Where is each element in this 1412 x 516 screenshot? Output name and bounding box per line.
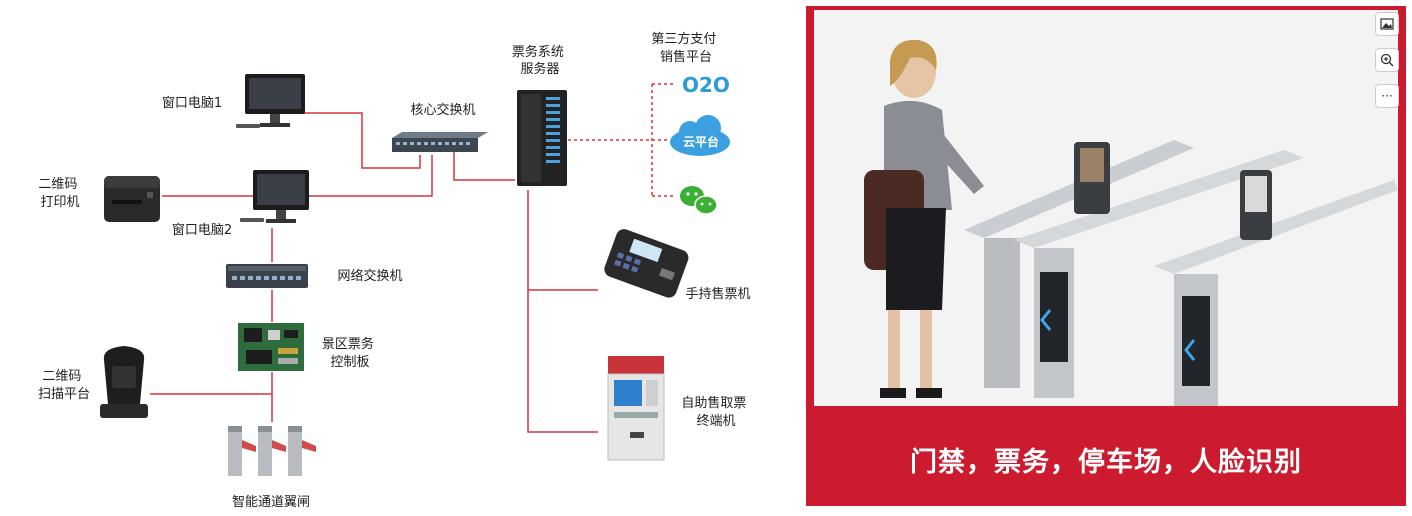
label-kiosk-line1: 自助售取票 — [681, 395, 746, 411]
image-icon[interactable] — [1375, 12, 1399, 36]
photo-caption: 门禁，票务，停车场，人脸识别 — [910, 446, 1302, 478]
network-switch-icon — [226, 264, 308, 288]
label-control-board-line1: 景区票务 — [322, 336, 374, 352]
turnstile-photo — [814, 10, 1398, 406]
label-core-switch-text: 核心交换机 — [410, 102, 475, 118]
label-window-pc2: 窗口电脑2 — [172, 222, 232, 238]
label-window-pc1-text: 窗口电脑1 — [162, 95, 222, 111]
label-cloud: 云平台 — [683, 134, 719, 149]
core-switch-icon — [392, 132, 488, 152]
control-board-icon — [238, 323, 304, 371]
link-pc1-core — [300, 112, 421, 169]
zoom-in-icon[interactable] — [1375, 48, 1399, 72]
label-qr-scanner-line2: 扫描平台 — [38, 387, 90, 402]
cloud-platform-icon: 云平台 — [670, 115, 730, 156]
label-qr-printer: 二维码 打印机 — [38, 177, 81, 210]
o2o-logo-icon: O2O — [682, 73, 730, 97]
image-icon-glyph — [1380, 18, 1394, 30]
label-turnstile: 智能通道翼闸 — [232, 495, 310, 510]
label-ticket-server: 票务系统 服务器 — [512, 44, 568, 77]
label-qr-scanner-line1: 二维码 — [42, 369, 81, 384]
label-window-pc1: 窗口电脑1 — [162, 95, 222, 111]
label-control-board: 景区票务 控制板 — [322, 336, 378, 370]
printer-icon — [104, 176, 160, 222]
label-window-pc2-text: 窗口电脑2 — [172, 222, 232, 238]
label-third-party-line2: 销售平台 — [660, 49, 712, 65]
label-ticket-server-line2: 服务器 — [520, 61, 559, 77]
gate-cabinets — [964, 140, 1398, 406]
label-third-party-line1: 第三方支付 — [651, 31, 716, 47]
network-diagram: 票务系统 服务器 第三方支付 销售平台 O2O 云平台 窗口电脑1 — [38, 31, 751, 510]
third-party-links — [568, 83, 676, 197]
turnstile-illustration — [814, 10, 1398, 406]
link-core-server — [453, 150, 515, 181]
server-tower-icon — [517, 90, 567, 186]
wechat-icon — [680, 186, 718, 215]
label-qr-printer-line2: 打印机 — [40, 195, 79, 210]
photo-panel: 门禁，票务，停车场，人脸识别 — [806, 6, 1406, 506]
turnstile-icon — [228, 426, 316, 476]
label-third-party: 第三方支付 销售平台 — [651, 31, 720, 65]
label-turnstile-text: 智能通道翼闸 — [232, 495, 310, 510]
label-ticket-server-line1: 票务系统 — [512, 44, 564, 60]
more-options-button[interactable]: ··· — [1375, 84, 1399, 108]
link-server-handheld — [527, 190, 598, 433]
handheld-pos-icon — [604, 229, 689, 298]
label-core-switch: 核心交换机 — [410, 102, 475, 118]
label-kiosk: 自助售取票 终端机 — [681, 395, 750, 429]
label-kiosk-line2: 终端机 — [696, 413, 735, 429]
kiosk-icon — [607, 356, 665, 461]
zoom-in-icon-glyph — [1380, 53, 1394, 67]
monitor-icon — [240, 170, 309, 223]
label-network-switch-text: 网络交换机 — [337, 268, 402, 284]
woman-figure — [864, 39, 984, 398]
label-network-switch: 网络交换机 — [337, 268, 402, 284]
qr-scanner-icon — [100, 346, 148, 418]
monitor-icon — [236, 74, 305, 128]
label-handheld-text: 手持售票机 — [685, 286, 750, 302]
label-qr-printer-line1: 二维码 — [38, 177, 77, 192]
label-control-board-line2: 控制板 — [330, 355, 369, 370]
label-handheld: 手持售票机 — [685, 286, 750, 302]
label-qr-scanner: 二维码 扫描平台 — [38, 369, 90, 402]
